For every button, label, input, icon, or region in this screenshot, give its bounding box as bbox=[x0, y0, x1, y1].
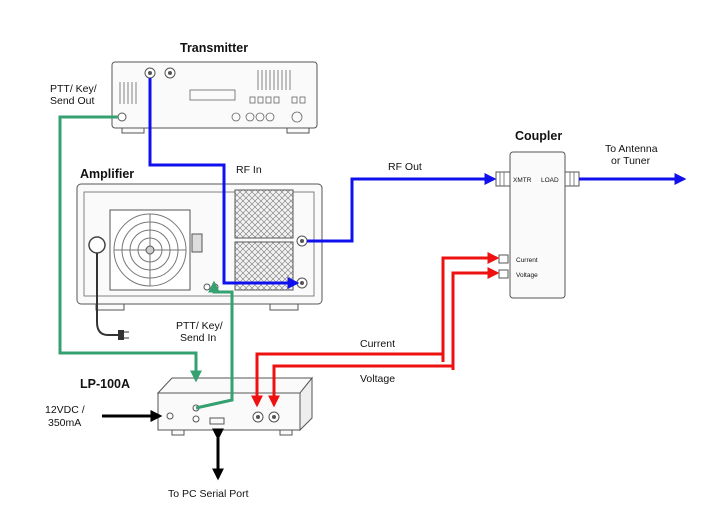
amplifier-rf-in-connector bbox=[296, 277, 308, 289]
coupler-voltage-jack bbox=[498, 269, 509, 279]
antenna-label-line2: or Tuner bbox=[611, 155, 651, 167]
voltage-label: Voltage bbox=[360, 373, 395, 385]
coupler-current-label: Current bbox=[516, 257, 538, 264]
coupler-voltage-label: Voltage bbox=[516, 272, 538, 279]
coupler-xmtr-label: XMTR bbox=[513, 177, 532, 184]
transmitter-ptt-jack bbox=[117, 112, 127, 122]
coupler: Coupler XMTR LOAD Current Voltage bbox=[495, 129, 580, 299]
current-cable-meter bbox=[251, 352, 443, 408]
rf-out-cable bbox=[307, 173, 497, 243]
fan-grille bbox=[109, 209, 191, 291]
rf-in-cable bbox=[148, 78, 300, 289]
rf-out-label: RF Out bbox=[388, 161, 422, 173]
coupler-current-jack bbox=[498, 254, 509, 264]
current-label: Current bbox=[360, 338, 395, 350]
ptt-in-label-line2: Send In bbox=[180, 332, 216, 344]
ptt-in-label-line1: PTT/ Key/ bbox=[176, 320, 223, 332]
ptt-out-label-line2: Send Out bbox=[50, 95, 94, 107]
coupler-load-connector bbox=[564, 171, 580, 187]
coupler-title: Coupler bbox=[515, 129, 562, 143]
power-label-line2: 350mA bbox=[48, 417, 81, 429]
antenna-label-line1: To Antenna bbox=[605, 143, 658, 155]
transmitter-rf-connector bbox=[144, 67, 176, 79]
power-cord bbox=[88, 236, 129, 340]
lp100a-voltage-jack bbox=[268, 411, 280, 423]
lp100a-power-jack bbox=[166, 412, 174, 420]
lp100a-serial-port bbox=[209, 417, 225, 425]
lp100a-current-jack bbox=[252, 411, 264, 423]
lp100a-title: LP-100A bbox=[80, 377, 130, 391]
ptt-out-cable bbox=[58, 115, 202, 383]
coupler-load-label: LOAD bbox=[541, 177, 559, 184]
ptt-out-label-line1: PTT/ Key/ bbox=[50, 83, 97, 95]
transmitter: Transmitter bbox=[111, 41, 318, 134]
coupler-xmtr-connector bbox=[495, 171, 511, 187]
current-cable-coupler bbox=[441, 252, 500, 362]
voltage-cable-meter bbox=[268, 364, 453, 408]
ptt-in-cable bbox=[195, 280, 234, 410]
amplifier-title: Amplifier bbox=[80, 167, 134, 181]
transmitter-title: Transmitter bbox=[180, 41, 248, 55]
amplifier: Amplifier bbox=[76, 167, 323, 340]
pc-serial-label: To PC Serial Port bbox=[168, 488, 249, 500]
voltage-cable-coupler bbox=[451, 267, 500, 370]
rf-in-label: RF In bbox=[236, 164, 262, 176]
power-label-line1: 12VDC / bbox=[45, 404, 85, 416]
amplifier-rf-out-connector bbox=[296, 235, 308, 247]
lp100a-meter: LP-100A bbox=[80, 376, 314, 436]
